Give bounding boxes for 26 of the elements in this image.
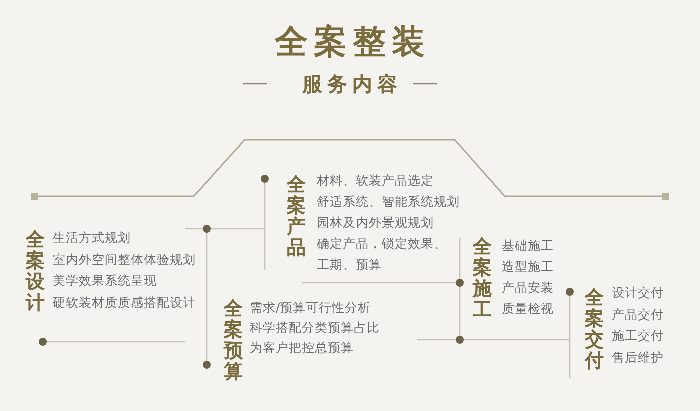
service-item: 产品交付 [612, 306, 664, 324]
service-item: 室内外空间整体体验规划 [53, 250, 196, 268]
service-item: 为客户把控总预算 [250, 339, 354, 357]
group-heading: 全案设计 [26, 230, 45, 314]
group-heading: 全案预算 [224, 299, 243, 383]
service-item: 生活方式规划 [53, 229, 131, 247]
service-item: 设计交付 [612, 284, 664, 302]
service-item: 售后维护 [612, 348, 664, 366]
group-heading: 全案施工 [473, 237, 492, 321]
service-item: 质量检视 [502, 300, 554, 318]
service-item: 园林及内外景观规划 [317, 214, 434, 232]
service-item: 施工交付 [612, 327, 664, 345]
service-item: 造型施工 [502, 258, 554, 276]
service-item: 基础施工 [502, 237, 554, 255]
title: 全案整装 [274, 24, 431, 60]
service-item: 需求/预算可行性分析 [250, 299, 372, 317]
service-item: 产品安装 [502, 279, 554, 297]
service-item: 材料、软装产品选定 [317, 172, 434, 190]
subtitle: 服务内容 [301, 72, 402, 96]
group-heading: 全案产品 [287, 175, 306, 259]
service-item: 舒适系统、智能系统规划 [317, 193, 460, 211]
service-item: 硬软装材质质感搭配设计 [53, 294, 196, 312]
service-item: 科学搭配分类预算占比 [250, 319, 380, 337]
service-item: 美学效果系统呈现 [53, 272, 157, 290]
group-heading: 全案交付 [585, 288, 604, 372]
service-item: 确定产品，锁定效果、工期、预算 [317, 235, 448, 274]
